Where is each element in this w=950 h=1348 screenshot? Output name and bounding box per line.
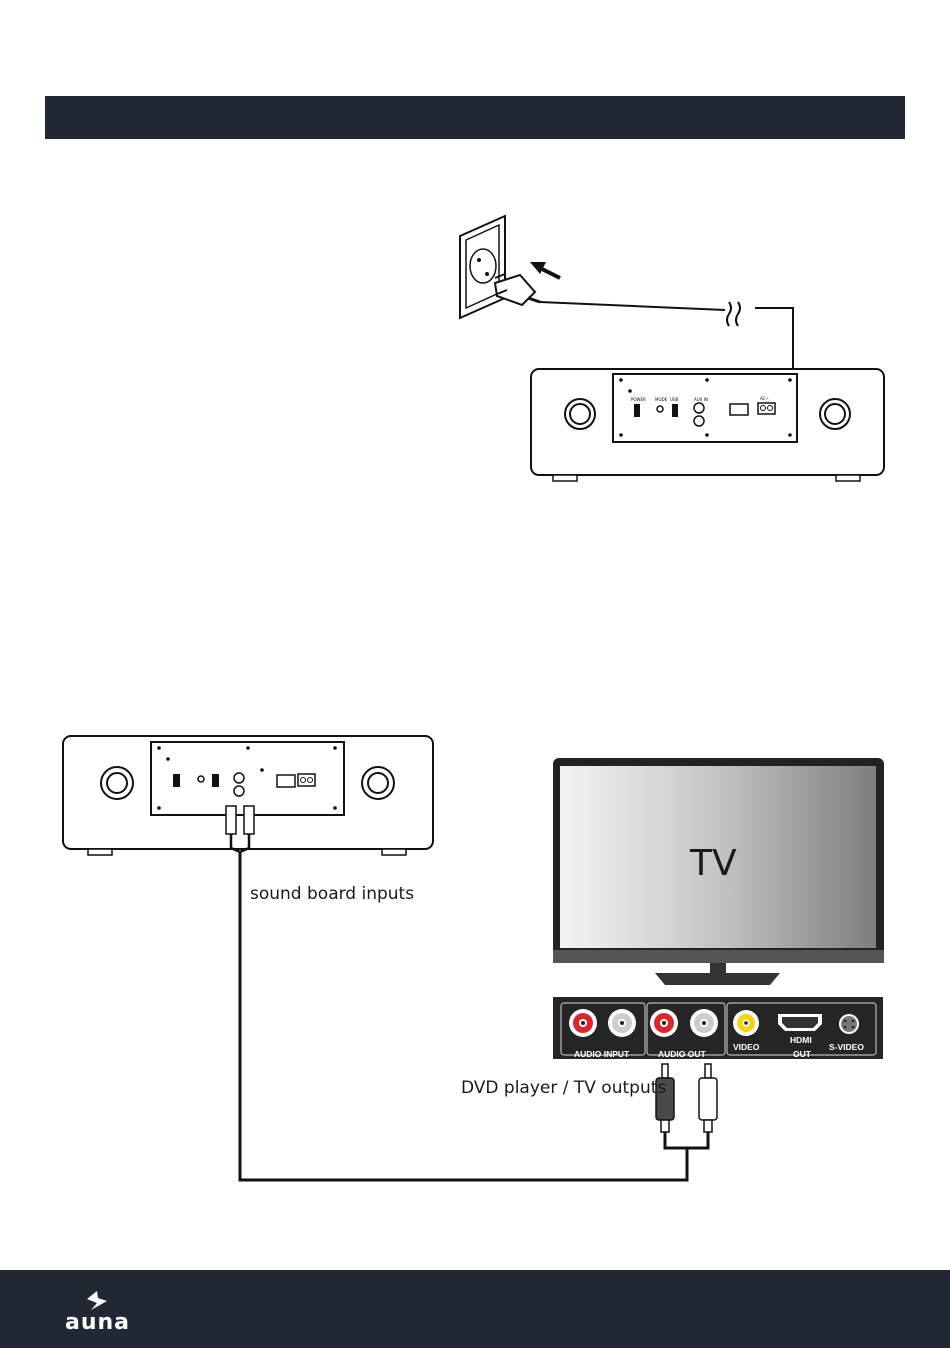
panel-text-mode: MODE <box>655 397 668 402</box>
audio-out-white-jack <box>690 1009 718 1037</box>
rca-plugs-tv <box>656 1064 717 1132</box>
label-audio-out: AUDIO OUT <box>658 1049 707 1059</box>
tv-connector-panel: AUDIO INPUT AUDIO OUT VIDEO HDMI OUT S-V… <box>553 997 883 1059</box>
label-video: VIDEO <box>733 1042 760 1052</box>
brand-wordmark: auna <box>50 1310 145 1335</box>
panel-text-usb: USB <box>670 397 678 402</box>
panel-text-ac: AC~ <box>760 396 769 401</box>
label-audio-input: AUDIO INPUT <box>574 1049 630 1059</box>
label-s-video: S-VIDEO <box>829 1042 864 1052</box>
brand-logo: auna <box>50 1290 145 1335</box>
audio-input-white-jack <box>608 1009 636 1037</box>
insert-arrow-icon <box>530 262 560 278</box>
label-hdmi: HDMI <box>790 1035 812 1045</box>
dvd-outputs-label: DVD player / TV outputs <box>461 1078 666 1098</box>
soundbar-top: POWER MODE USB AUX IN AC~ <box>531 369 884 481</box>
panel-text-power: POWER <box>631 397 646 402</box>
label-out: OUT <box>793 1049 812 1059</box>
panel-text-aux: AUX IN <box>694 397 708 402</box>
hdmi-port-icon <box>778 1014 822 1031</box>
sound-board-inputs-label: sound board inputs <box>250 884 414 904</box>
video-yellow-jack <box>733 1010 759 1036</box>
audio-input-red-jack <box>569 1009 597 1037</box>
s-video-port-icon <box>839 1014 859 1034</box>
logo-mark-icon <box>50 1290 145 1312</box>
tv-screen-label: TV <box>690 843 737 884</box>
audio-out-red-jack <box>650 1009 678 1037</box>
wall-socket <box>460 216 505 318</box>
